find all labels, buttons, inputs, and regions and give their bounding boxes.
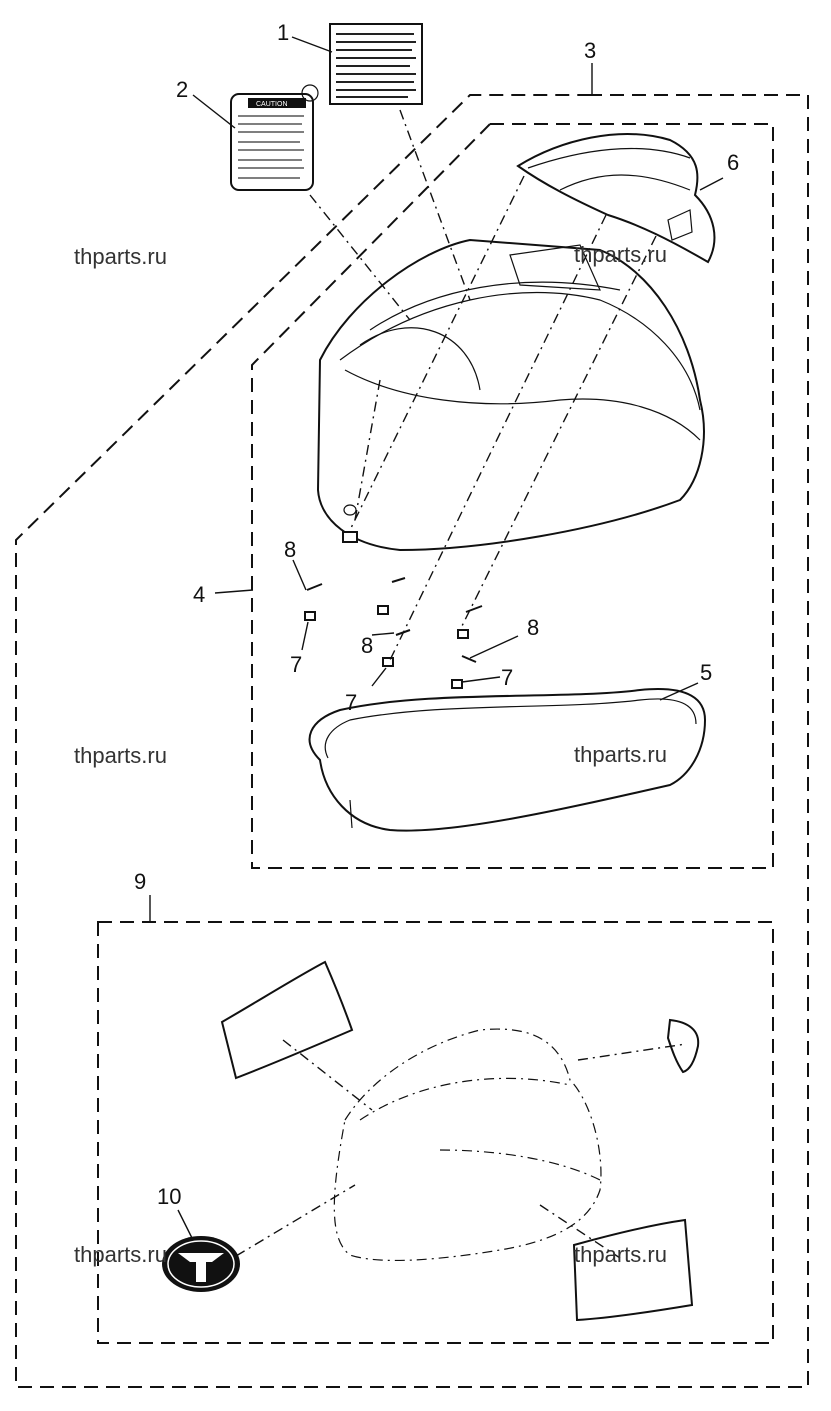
logo-badge-10 <box>162 1236 240 1292</box>
group-3-outline <box>15 94 809 1388</box>
callout-6: 6 <box>727 150 739 175</box>
watermark: thparts.ru <box>74 743 167 768</box>
watermark: thparts.ru <box>574 242 667 267</box>
cowling-decal-assembly-9 <box>162 960 700 1322</box>
caution-title: CAUTION <box>256 101 288 108</box>
watermark: thparts.ru <box>74 1242 167 1267</box>
fasteners <box>304 577 483 689</box>
callout-7a: 7 <box>290 652 302 677</box>
seal-5 <box>308 688 707 832</box>
air-intake-cover-6 <box>516 133 716 264</box>
callout-8b: 8 <box>361 633 373 658</box>
caution-tag-2: CAUTION <box>230 84 319 191</box>
watermark: thparts.ru <box>574 742 667 767</box>
label-sticker-1 <box>329 23 423 105</box>
watermark: thparts.ru <box>74 244 167 269</box>
callout-10: 10 <box>157 1184 181 1209</box>
callout-9: 9 <box>134 869 146 894</box>
callout-numbers: 1 2 3 4 5 6 7 7 7 8 8 8 9 10 <box>134 20 739 1209</box>
top-cowling-4 <box>316 238 705 552</box>
callout-7c: 7 <box>501 665 513 690</box>
callout-8c: 8 <box>527 615 539 640</box>
callout-8a: 8 <box>284 537 296 562</box>
callout-3: 3 <box>584 38 596 63</box>
callout-7b: 7 <box>345 690 357 715</box>
connector-lines-upper <box>309 109 657 661</box>
watermarks: thparts.ru thparts.ru thparts.ru thparts… <box>74 242 667 1267</box>
callout-5: 5 <box>700 660 712 685</box>
leader-lines <box>149 36 724 1239</box>
group-9-outline <box>97 921 774 1344</box>
group-4-outline <box>251 123 774 869</box>
callout-1: 1 <box>277 20 289 45</box>
watermark: thparts.ru <box>574 1242 667 1267</box>
callout-4: 4 <box>193 582 205 607</box>
callout-2: 2 <box>176 77 188 102</box>
